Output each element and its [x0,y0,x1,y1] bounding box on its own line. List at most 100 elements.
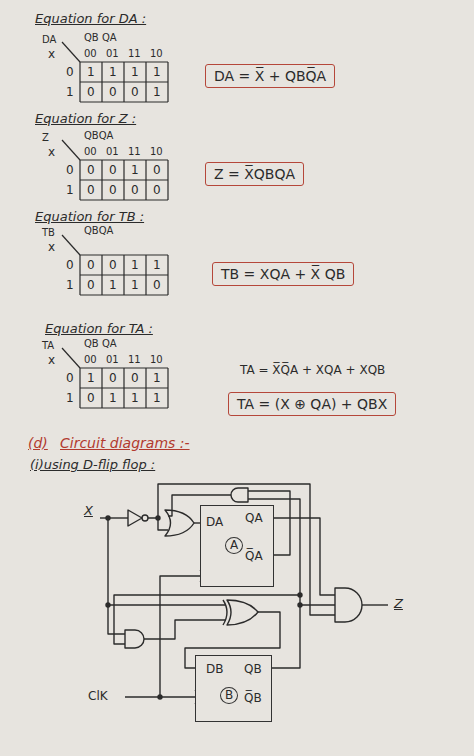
pin-name: QB [244,663,262,676]
kmap-cell: 1 [109,392,117,405]
or-gate [165,510,194,536]
kmap-column-header: 10 [150,146,163,157]
kmap-row-header: 0 [66,66,74,79]
and-gate [335,588,362,622]
kmap-cell: 0 [87,392,95,405]
section-heading: Equation for TA : [45,322,153,336]
kmap-variables: QB QA [84,32,117,43]
kmap-cell: 0 [153,279,161,292]
kmap-row-header: 1 [66,392,74,405]
not-gate [128,510,142,526]
equation-box: Z = X̅QBQA [205,162,304,186]
and-gate [231,488,248,502]
kmap-row-header: 0 [66,164,74,177]
kmap-cell: 0 [131,372,139,385]
kmap-variables: QBQA [84,130,113,141]
kmap-column-header: 00 [84,354,97,365]
kmap-cell: 1 [131,164,139,177]
kmap-cell: 1 [153,66,161,79]
kmap-row-header: 0 [66,259,74,272]
kmap-column-header: 11 [128,354,141,365]
section-heading: Equation for TB : [35,210,144,224]
kmap-column-header: 01 [106,146,119,157]
kmap-cell: 1 [87,66,95,79]
kmap-variable: x [48,48,55,61]
flip-flop-name: A [225,537,243,554]
kmap-row-header: 1 [66,184,74,197]
kmap-row-header: 1 [66,86,74,99]
kmap-column-header: 11 [128,48,141,59]
kmap-cell: 0 [153,164,161,177]
pin-name: Q̅B [244,692,262,705]
flip-flop-name: B [220,687,238,704]
pin-name: DB [206,663,223,676]
kmap-output: TB [42,227,55,238]
kmap-output: DA [42,34,56,45]
kmap-output: Z [42,132,49,143]
kmap-row-header: 0 [66,372,74,385]
section-heading: Circuit diagrams :- [60,436,190,451]
kmap-variable: x [48,354,55,367]
kmap-cell: 1 [109,66,117,79]
equation-text: TA = (X ⊕ QA) + QBX [237,396,387,412]
kmap-cell: 1 [153,392,161,405]
kmap-column-header: 11 [128,146,141,157]
pin-name: DA [206,516,223,529]
kmap-column-header: 10 [150,354,163,365]
kmap-cell: 0 [87,259,95,272]
kmap-cell: 0 [153,184,161,197]
equation-box: TA = (X ⊕ QA) + QBX [228,392,396,416]
kmap-cell: 1 [131,279,139,292]
kmap-output: TA [42,340,54,351]
section-heading: (i)using D-flip flop : [30,458,155,472]
kmap-variable: x [48,146,55,159]
kmap-column-header: 01 [106,354,119,365]
kmap-cell: 1 [153,372,161,385]
kmap-cell: 0 [109,184,117,197]
equation-text: TB = XQA + X̅ QB [221,266,345,282]
kmap-cell: 0 [109,259,117,272]
equation-box: TB = XQA + X̅ QB [212,262,354,286]
equation-text: DA = X̅ + QBQ̅A [214,68,326,84]
kmap-cell: 0 [131,184,139,197]
kmap-column-header: 10 [150,48,163,59]
flip-flop: DA QA Q̅AA [200,505,274,587]
kmap-cell: 1 [153,259,161,272]
kmap-cell: 0 [87,86,95,99]
kmap-variables: QB QA [84,338,117,349]
equation-text: Z = X̅QBQA [214,166,295,182]
kmap-cell: 1 [131,392,139,405]
equation-box: DA = X̅ + QBQ̅A [205,64,335,88]
pin-name: Q̅A [245,550,263,563]
section-heading: Equation for Z : [35,112,136,126]
and-gate [125,630,144,648]
pin-name: QA [245,512,263,525]
kmap-cell: 1 [87,372,95,385]
xor-gate [227,600,258,625]
kmap-cell: 0 [87,164,95,177]
kmap-cell: 1 [153,86,161,99]
kmap-column-header: 01 [106,48,119,59]
kmap-cell: 0 [131,86,139,99]
section-number: (d) [28,436,48,451]
kmap-variables: QBQA [84,225,113,236]
section-heading: Equation for DA : [35,12,146,26]
kmap-variable: x [48,241,55,254]
signal-name: Z [394,597,403,611]
kmap-column-header: 00 [84,146,97,157]
kmap-column-header: 00 [84,48,97,59]
kmap-cell: 0 [87,184,95,197]
kmap-cell: 0 [109,372,117,385]
signal-name: ClK [88,690,108,703]
equation-text: TA = X̅Q̅A + XQA + XQB [240,364,385,377]
kmap-cell: 1 [131,259,139,272]
kmap-cell: 1 [109,279,117,292]
kmap-cell: 0 [109,164,117,177]
flip-flop: DB QB Q̅B B [195,655,272,722]
kmap-cell: 0 [109,86,117,99]
kmap-cell: 0 [87,279,95,292]
kmap-cell: 1 [131,66,139,79]
kmap-row-header: 1 [66,279,74,292]
signal-name: X [84,504,93,518]
